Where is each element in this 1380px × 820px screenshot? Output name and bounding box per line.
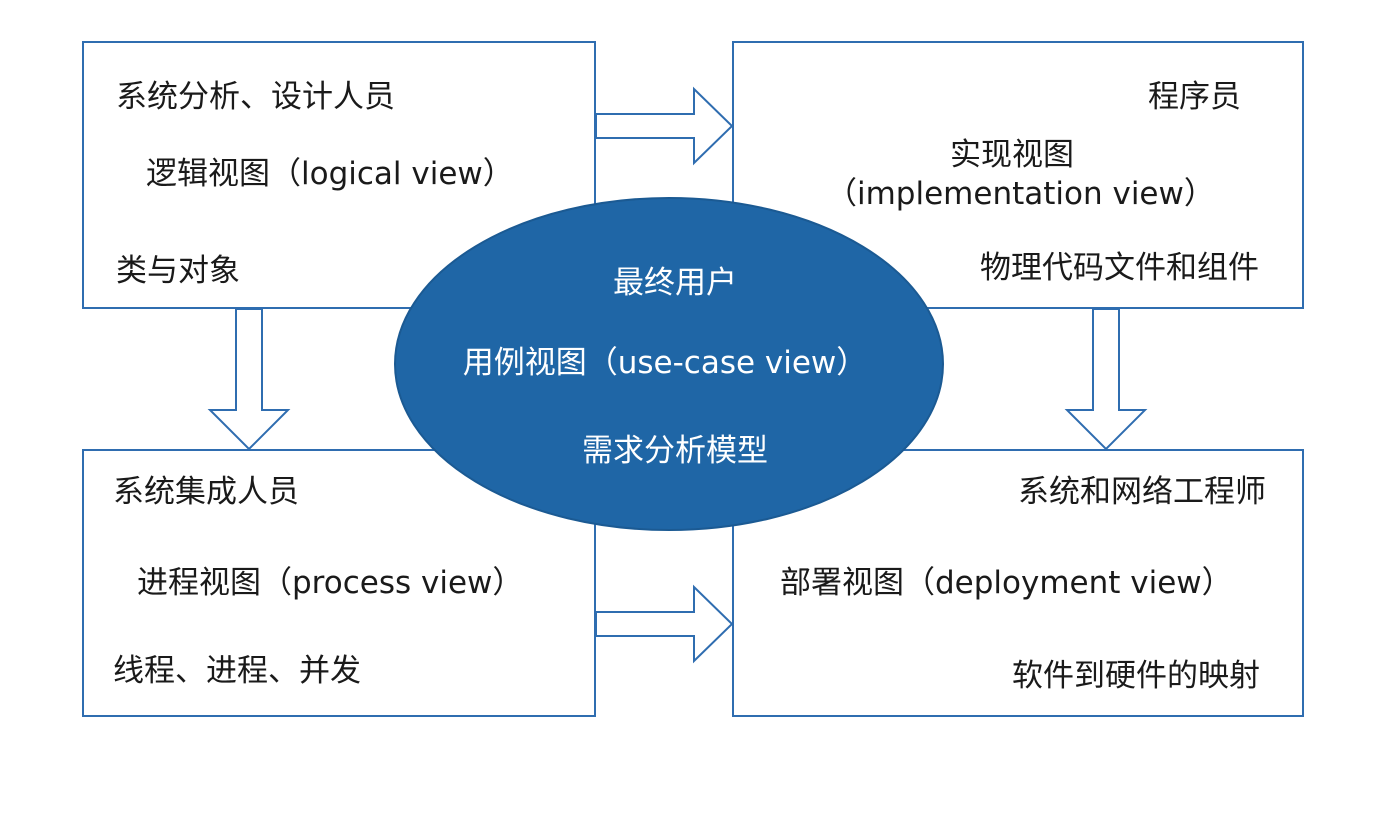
process-role-label: 系统集成人员 bbox=[113, 474, 299, 510]
arrow-process-to-deployment bbox=[595, 584, 734, 664]
process-detail-label: 线程、进程、并发 bbox=[113, 653, 361, 689]
deployment-role-label: 系统和网络工程师 bbox=[1018, 474, 1266, 510]
logical-role-label: 系统分析、设计人员 bbox=[116, 79, 395, 115]
logical-view-title: 逻辑视图（logical view） bbox=[146, 156, 514, 192]
implementation-role-label: 程序员 bbox=[1148, 79, 1241, 115]
arrow-logical-to-process bbox=[207, 308, 291, 451]
usecase-detail-label: 需求分析模型 bbox=[582, 433, 768, 469]
usecase-role-label: 最终用户 bbox=[613, 265, 737, 301]
logical-detail-label: 类与对象 bbox=[116, 253, 240, 289]
use-case-ellipse bbox=[394, 197, 944, 531]
deployment-view-title: 部署视图（deployment view） bbox=[780, 565, 1233, 601]
implementation-view-title-line2: （implementation view） bbox=[826, 176, 1215, 212]
deployment-detail-label: 软件到硬件的映射 bbox=[1012, 658, 1260, 694]
arrow-implementation-to-deployment bbox=[1064, 308, 1148, 451]
arrow-logical-to-implementation bbox=[595, 86, 734, 166]
implementation-view-title-line1: 实现视图 bbox=[950, 137, 1074, 173]
implementation-detail-label: 物理代码文件和组件 bbox=[980, 250, 1259, 286]
usecase-view-title: 用例视图（use-case view） bbox=[462, 345, 868, 381]
process-view-title: 进程视图（process view） bbox=[137, 565, 524, 601]
